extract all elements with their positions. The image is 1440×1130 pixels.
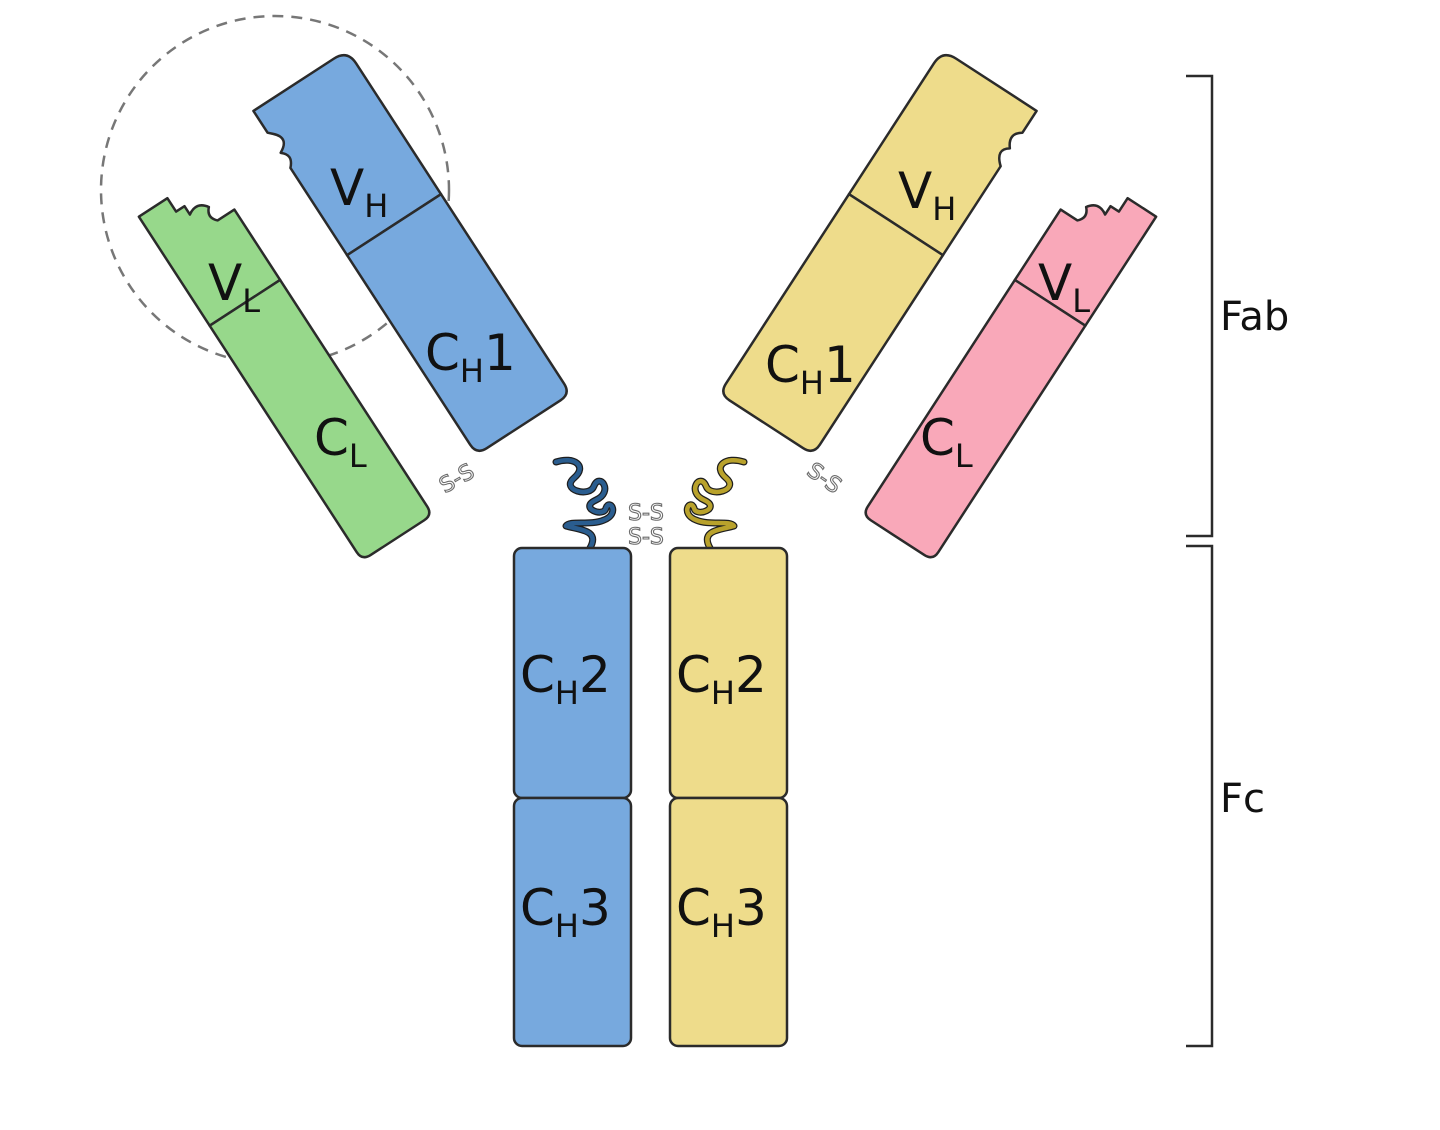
right-heavy-chain-arm bbox=[722, 53, 1038, 453]
right-light-heavy-disulfide: S-S bbox=[802, 458, 846, 499]
left-vh-label: VH bbox=[330, 159, 388, 225]
left-vl-domain bbox=[137, 196, 282, 327]
right-cl-label: CL bbox=[920, 409, 973, 475]
right-ch1-domain bbox=[722, 192, 945, 453]
right-hinge bbox=[683, 456, 748, 552]
left-light-heavy-disulfide: S-S bbox=[435, 459, 479, 499]
left-ch3-domain bbox=[512, 796, 633, 1048]
left-cl-label: CL bbox=[314, 409, 367, 475]
right-vl-label: VL bbox=[1038, 254, 1090, 320]
hinge-disulfide-1: S-S bbox=[628, 501, 664, 526]
fc-bracket bbox=[1186, 544, 1214, 1048]
right-cl-domain bbox=[864, 278, 1087, 559]
right-light-chain bbox=[864, 196, 1158, 559]
left-ch1-domain bbox=[345, 192, 568, 453]
left-heavy-chain-arm bbox=[252, 53, 568, 453]
fc-label: Fc bbox=[1220, 776, 1265, 822]
fab-label: Fab bbox=[1220, 294, 1289, 340]
left-hinge bbox=[552, 456, 617, 552]
left-cl-domain bbox=[208, 278, 431, 559]
left-ch2-label: CH2 bbox=[520, 646, 611, 712]
left-ch3-label: CH3 bbox=[520, 879, 611, 945]
left-vl-label: VL bbox=[208, 254, 260, 320]
right-vl-domain bbox=[1013, 196, 1158, 327]
fab-bracket bbox=[1186, 74, 1214, 538]
right-ch2-label: CH2 bbox=[676, 646, 767, 712]
right-ch3-domain bbox=[668, 796, 789, 1048]
right-vh-label: VH bbox=[898, 162, 956, 228]
right-ch3-label: CH3 bbox=[676, 879, 767, 945]
right-vh-domain bbox=[847, 53, 1038, 257]
left-light-chain bbox=[137, 196, 431, 559]
left-vh-domain bbox=[252, 53, 443, 257]
left-ch1-label: CH1 bbox=[425, 324, 516, 390]
hinge-disulfide-2: S-S bbox=[628, 525, 664, 550]
right-ch1-label: CH1 bbox=[765, 336, 856, 402]
